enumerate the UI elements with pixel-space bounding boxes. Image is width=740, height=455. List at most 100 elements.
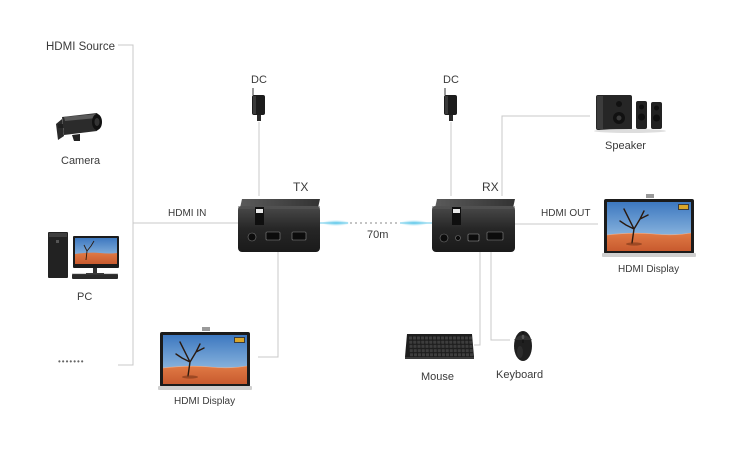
keyboard-key — [469, 349, 473, 353]
keyboard-key — [422, 353, 425, 357]
keyboard-key — [449, 340, 453, 344]
keyboard-label: Keyboard — [496, 369, 544, 381]
tv-display-icon — [602, 194, 696, 257]
keyboard-key — [414, 353, 417, 357]
keyboard-key — [417, 344, 421, 348]
keyboard-key — [457, 340, 461, 344]
keyboard-key — [441, 336, 444, 340]
keyboard-key — [465, 344, 469, 348]
speaker-label: Speaker — [605, 140, 646, 152]
rx-label: RX — [482, 180, 499, 194]
keyboard-key — [417, 349, 421, 353]
keyboard-key — [425, 344, 429, 348]
keyboard-key — [437, 344, 441, 348]
keyboard-key — [453, 344, 457, 348]
keyboard-key — [409, 344, 413, 348]
keyboard-key — [413, 344, 417, 348]
keyboard-key — [445, 336, 448, 340]
keyboard-key — [457, 344, 461, 348]
keyboard-key — [441, 340, 445, 344]
keyboard-key — [409, 349, 413, 353]
keyboard-key — [466, 353, 469, 357]
keyboard-key — [421, 336, 424, 340]
keyboard-key — [425, 349, 429, 353]
keyboard-key — [453, 336, 456, 340]
rx-keyboard-line — [490, 252, 510, 341]
keyboard-key — [453, 340, 457, 344]
rx-power-adapter-icon — [444, 88, 457, 121]
tv-display-icon — [158, 327, 252, 390]
keyboard-key — [449, 336, 452, 340]
keyboard-icon — [405, 334, 474, 359]
keyboard-key — [446, 353, 449, 357]
tx-label: TX — [293, 180, 309, 194]
keyboard-key — [449, 349, 453, 353]
keyboard-key — [453, 349, 457, 353]
tx-dc-label: DC — [251, 74, 267, 86]
keyboard-key — [461, 349, 465, 353]
keyboard-key — [421, 340, 425, 344]
camera-label: Camera — [61, 155, 101, 167]
keyboard-key — [442, 353, 445, 357]
pc-label: PC — [77, 291, 93, 303]
keyboard-key — [465, 336, 468, 340]
hdmi-out-label: HDMI OUT — [541, 208, 591, 219]
rx-speaker-line — [501, 115, 590, 196]
keyboard-key — [470, 353, 473, 357]
rx-device — [432, 199, 515, 252]
keyboard-key — [413, 336, 416, 340]
mouse-label: Mouse — [421, 371, 455, 383]
keyboard-key — [409, 340, 413, 344]
keyboard-key — [469, 336, 472, 340]
keyboard-key — [417, 336, 420, 340]
source-bracket-line — [118, 44, 134, 366]
keyboard-key — [461, 340, 465, 344]
keyboard-key — [445, 349, 449, 353]
keyboard-key — [437, 340, 441, 344]
keyboard-key — [465, 349, 469, 353]
keyboard-key — [433, 336, 436, 340]
more-sources-dots: ••••••• — [58, 357, 85, 366]
hdmi-display-bottom-label: HDMI Display — [174, 396, 236, 407]
keyboard-key — [413, 349, 417, 353]
keyboard-key — [429, 340, 433, 344]
distance-label: 70m — [367, 229, 389, 241]
rx-dc-label: DC — [443, 74, 459, 86]
desktop-pc-icon — [48, 232, 119, 279]
tx-display-line — [258, 252, 279, 358]
keyboard-key — [413, 340, 417, 344]
keyboard-key — [441, 349, 445, 353]
tx-power-adapter-icon — [252, 88, 265, 121]
keyboard-key — [461, 336, 464, 340]
keyboard-key — [425, 340, 429, 344]
keyboard-key — [461, 344, 465, 348]
keyboard-key — [445, 340, 449, 344]
keyboard-key — [437, 336, 440, 340]
keyboard-key — [409, 336, 412, 340]
keyboard-key — [421, 344, 425, 348]
keyboard-key — [425, 336, 428, 340]
keyboard-key — [421, 349, 425, 353]
keyboard-key — [418, 353, 421, 357]
keyboard-key — [465, 340, 469, 344]
keyboard-key — [429, 344, 433, 348]
keyboard-key — [429, 349, 433, 353]
keyboard-key — [434, 353, 437, 357]
keyboard-key — [429, 336, 432, 340]
keyboard-key — [410, 353, 413, 357]
tx-device — [238, 199, 320, 252]
keyboard-key — [458, 353, 461, 357]
keyboard-key — [437, 349, 441, 353]
hdmi-display-right-label: HDMI Display — [618, 264, 680, 275]
keyboard-key — [417, 340, 421, 344]
hdmi-source-label: HDMI Source — [46, 41, 116, 53]
keyboard-key — [457, 349, 461, 353]
keyboard-key — [433, 340, 437, 344]
keyboard-key — [462, 353, 465, 357]
keyboard-key — [433, 344, 437, 348]
cable-70m — [318, 220, 432, 226]
cctv-camera-icon — [56, 113, 102, 141]
connection-lines — [118, 44, 598, 366]
